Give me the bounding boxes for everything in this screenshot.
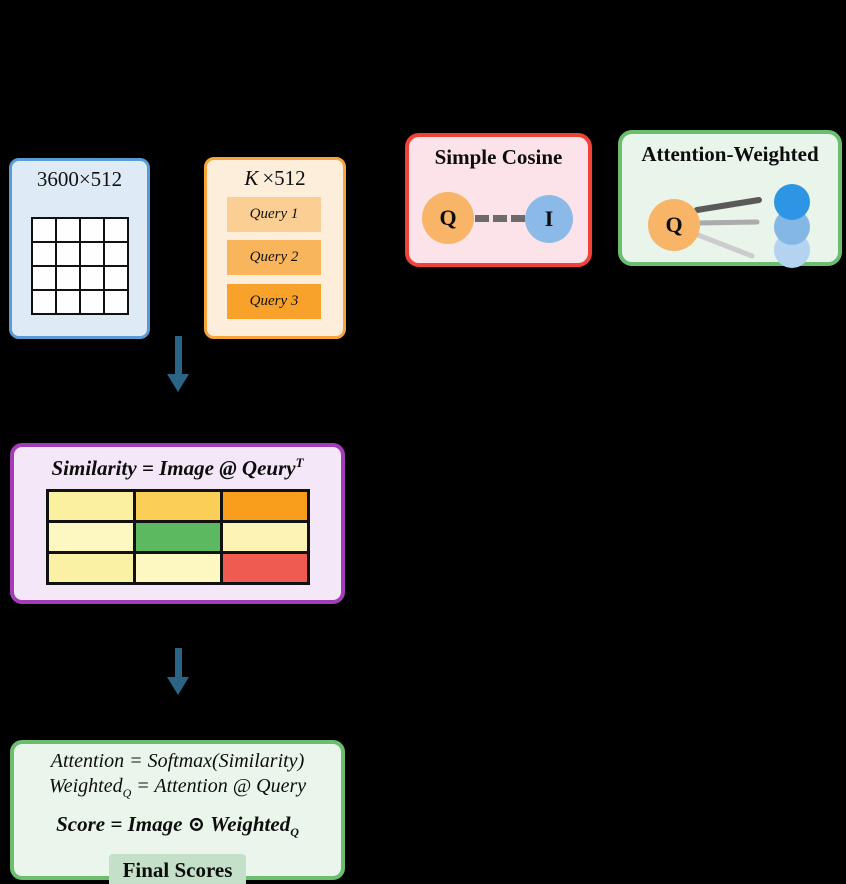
weighted-formula-rest: = Attention @ Query xyxy=(131,775,307,797)
score-formula: Score = Image ⊙ WeightedQ xyxy=(56,811,299,846)
heatmap-cell xyxy=(49,523,133,551)
grid-cell xyxy=(33,291,55,313)
similarity-box: Similarity = Image @ QeuryT xyxy=(10,443,345,604)
attention-line-medium xyxy=(695,219,760,226)
dims-label: ×512 xyxy=(262,166,306,190)
heatmap-cell xyxy=(136,523,220,551)
image-node-circle: I xyxy=(525,195,573,243)
query-bar-3: Query 3 xyxy=(227,284,321,319)
query-bar-1: Query 1 xyxy=(227,197,321,232)
image-matrix-label: 3600×512 xyxy=(36,167,123,191)
arrow-head xyxy=(167,677,189,695)
k-symbol: K xyxy=(244,166,259,190)
heatmap-cell xyxy=(49,492,133,520)
attention-weighted-box: Attention-Weighted Q xyxy=(618,130,842,268)
down-arrow-1 xyxy=(167,336,189,392)
attention-lines xyxy=(694,197,762,259)
heatmap-cell xyxy=(136,554,220,582)
arrow-shaft xyxy=(174,648,182,677)
grid-cell xyxy=(81,243,103,265)
attention-line-strong xyxy=(694,197,762,213)
grid-cell xyxy=(33,243,55,265)
final-scores-badge: Final Scores xyxy=(108,854,247,884)
query-matrix-label: K×512 xyxy=(207,166,343,191)
query-node-circle: Q xyxy=(648,199,700,251)
grid-cell xyxy=(105,267,127,289)
heatmap-cell xyxy=(49,554,133,582)
score-formula-main: Score = Image ⊙ Weighted xyxy=(56,812,291,836)
weighted-formula: WeightedQ = Attention @ Query xyxy=(49,774,306,806)
cosine-dashed-link xyxy=(475,215,525,222)
query-bar-2: Query 2 xyxy=(227,240,321,275)
grid-cell xyxy=(57,219,79,241)
attention-weighted-title: Attention-Weighted xyxy=(641,142,819,166)
similarity-formula-text: Similarity = Image @ Qeury xyxy=(51,456,296,480)
similarity-heatmap xyxy=(46,489,310,585)
score-box: Attention = Softmax(Similarity) Weighted… xyxy=(10,740,345,884)
grid-cell xyxy=(81,291,103,313)
grid-cell xyxy=(81,267,103,289)
query-node-circle: Q xyxy=(422,192,474,244)
transpose-superscript: T xyxy=(295,455,304,470)
attention-line-weak xyxy=(695,232,755,259)
grid-cell xyxy=(105,219,127,241)
grid-cell xyxy=(57,267,79,289)
image-matrix-box: 3600×512 xyxy=(9,158,150,339)
simple-cosine-box: Simple Cosine Q I xyxy=(405,133,592,267)
simple-cosine-title: Simple Cosine xyxy=(434,145,563,169)
arrow-head xyxy=(167,374,189,392)
grid-cell xyxy=(105,243,127,265)
query-matrix-box: K×512 Query 1 Query 2 Query 3 xyxy=(204,157,346,339)
heatmap-cell xyxy=(136,492,220,520)
grid-cell xyxy=(33,267,55,289)
similarity-formula: Similarity = Image @ QeuryT xyxy=(14,455,341,481)
weighted-subscript: Q xyxy=(122,786,132,800)
heatmap-cell xyxy=(223,523,307,551)
weighted-formula-main: Weighted xyxy=(48,775,123,797)
grid-cell xyxy=(81,219,103,241)
grid-cell xyxy=(57,243,79,265)
image-grid xyxy=(31,217,129,315)
grid-cell xyxy=(33,219,55,241)
down-arrow-2 xyxy=(167,648,189,695)
grid-cell xyxy=(57,291,79,313)
weighted-image-circle-strong xyxy=(774,184,810,220)
attention-formula: Attention = Softmax(Similarity) xyxy=(50,750,305,772)
arrow-shaft xyxy=(174,336,182,374)
heatmap-cell xyxy=(223,554,307,582)
heatmap-cell xyxy=(223,492,307,520)
grid-cell xyxy=(105,291,127,313)
score-subscript: Q xyxy=(290,825,299,840)
